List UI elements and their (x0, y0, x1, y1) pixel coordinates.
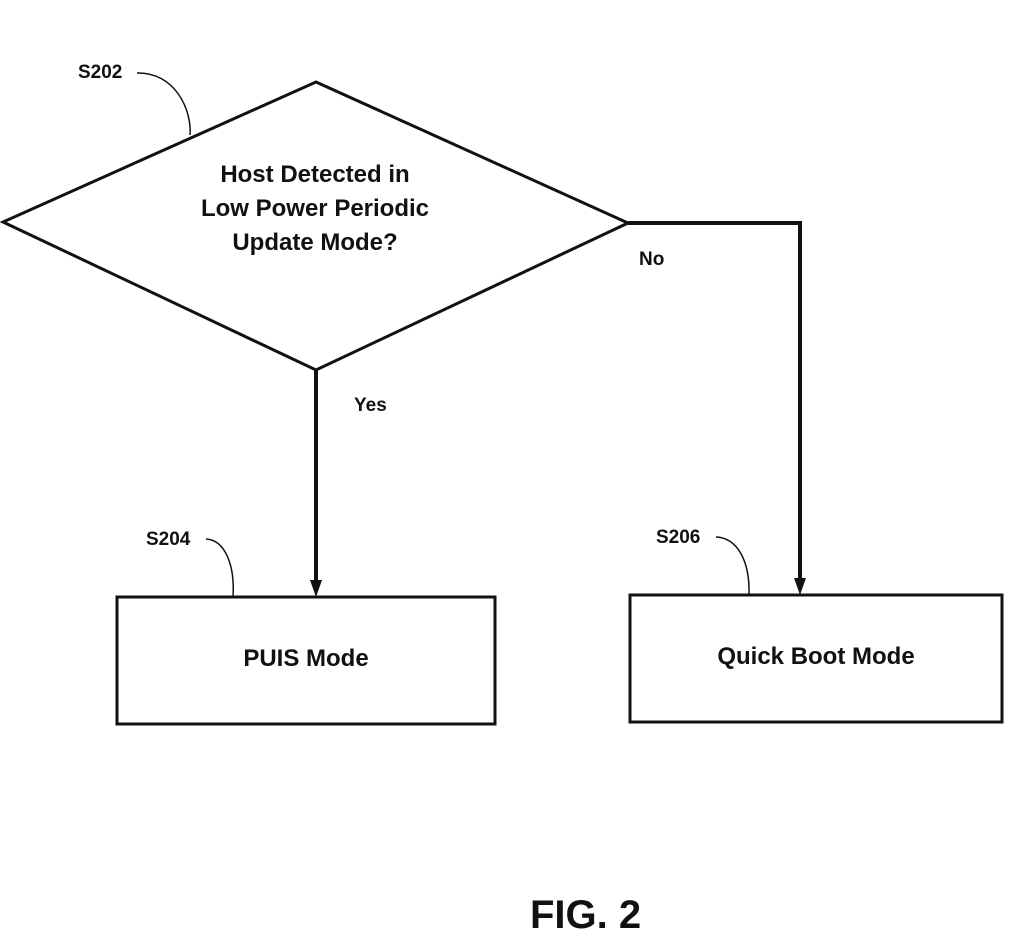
yes-arrowhead (310, 580, 322, 597)
no-connector (628, 221, 802, 581)
figure-caption: FIG. 2 (530, 893, 642, 937)
yes-label: Yes (354, 395, 387, 416)
ref-label-s206: S206 (656, 527, 701, 548)
ref-label-s202: S202 (78, 62, 123, 83)
decision-text-line-3: Update Mode? (232, 229, 398, 256)
decision-text-line-1: Host Detected in (220, 161, 410, 188)
quick-boot-mode-label: Quick Boot Mode (717, 643, 915, 670)
puis-mode-label: PUIS Mode (243, 645, 369, 672)
quick-boot-mode-box (628, 593, 1004, 724)
ref-label-s204: S204 (146, 529, 191, 550)
leader-line-s202 (136, 72, 191, 136)
decision-text-line-2: Low Power Periodic (200, 195, 430, 222)
leader-line-s206 (715, 536, 750, 596)
leader-line-s204 (205, 538, 234, 598)
no-arrowhead (794, 578, 806, 595)
puis-mode-box (115, 595, 497, 726)
no-label: No (639, 249, 665, 270)
decision-text: Host Detected in Low Power Periodic Upda… (150, 158, 480, 260)
